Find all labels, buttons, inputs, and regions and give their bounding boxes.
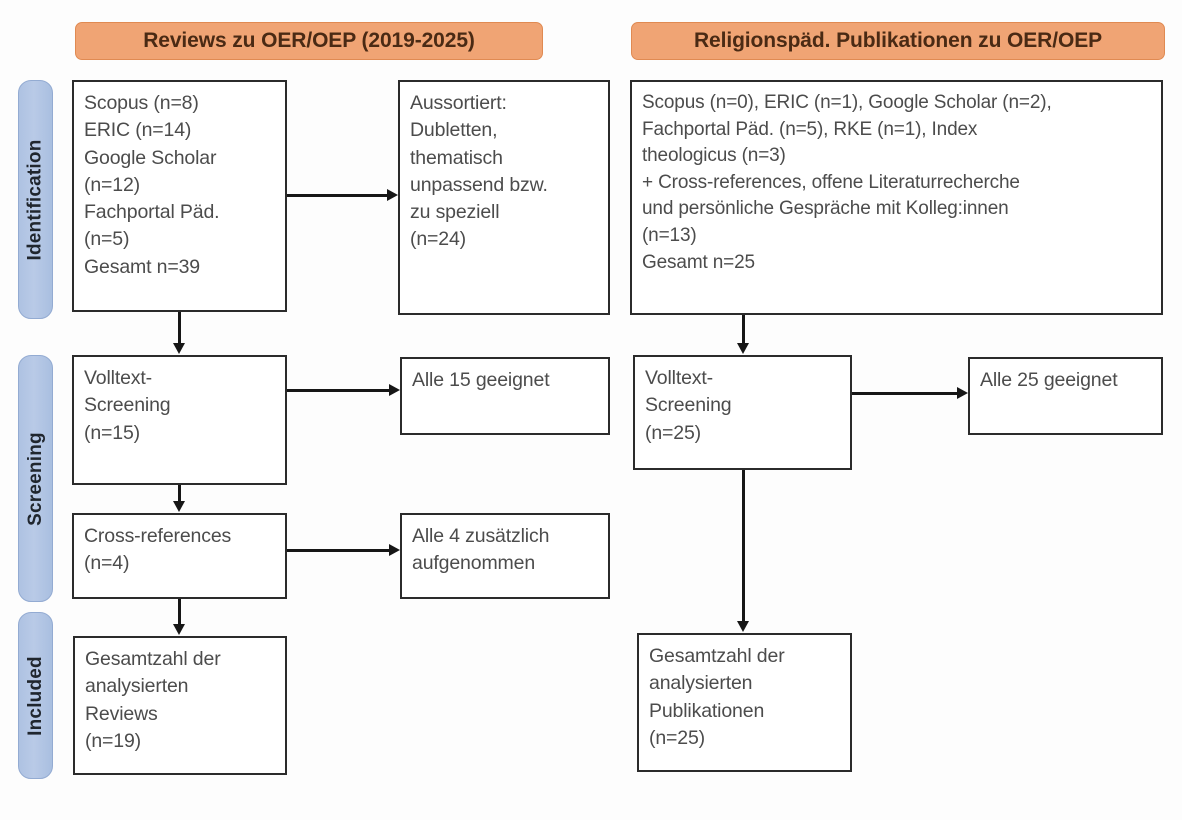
- arrowhead-publications-fulltext-to-included: [737, 621, 749, 632]
- connector-reviews-crossrefs-to-included: [178, 599, 181, 625]
- arrowhead-reviews-sources-to-fulltext: [173, 343, 185, 354]
- connector-reviews-sources-to-fulltext: [178, 312, 181, 344]
- box-reviews-fulltext: Volltext- Screening (n=15): [72, 355, 287, 485]
- arrowhead-reviews-sources-to-excluded: [387, 189, 398, 201]
- box-reviews-crossrefs-result: Alle 4 zusätzlich aufgenommen: [400, 513, 610, 599]
- stage-label-screening: Screening: [18, 355, 53, 602]
- arrowhead-reviews-fulltext-to-result: [389, 384, 400, 396]
- box-reviews-included: Gesamtzahl der analysierten Reviews (n=1…: [73, 636, 287, 775]
- stage-label-identification: Identification: [18, 80, 53, 319]
- box-reviews-sources-text: Scopus (n=8) ERIC (n=14) Google Scholar …: [84, 92, 220, 278]
- connector-publications-fulltext-to-result: [852, 392, 957, 395]
- box-reviews-included-text: Gesamtzahl der analysierten Reviews (n=1…: [85, 648, 221, 752]
- box-publications-fulltext-text: Volltext- Screening (n=25): [645, 367, 732, 444]
- connector-reviews-crossrefs-to-result: [287, 549, 389, 552]
- box-publications-fulltext: Volltext- Screening (n=25): [633, 355, 852, 470]
- stage-label-included-text: Included: [24, 655, 46, 736]
- box-reviews-crossrefs-result-text: Alle 4 zusätzlich aufgenommen: [412, 525, 550, 575]
- box-publications-included: Gesamtzahl der analysierten Publikatione…: [637, 633, 852, 772]
- column-header-publications-label: Religionspäd. Publikationen zu OER/OEP: [693, 29, 1103, 52]
- box-reviews-sources: Scopus (n=8) ERIC (n=14) Google Scholar …: [72, 80, 287, 312]
- stage-label-screening-text: Screening: [24, 431, 46, 526]
- arrowhead-publications-fulltext-to-result: [957, 387, 968, 399]
- arrowhead-reviews-crossrefs-to-included: [173, 624, 185, 635]
- connector-publications-fulltext-to-included: [742, 470, 745, 622]
- arrowhead-reviews-crossrefs-to-result: [389, 544, 400, 556]
- arrowhead-reviews-fulltext-to-crossrefs: [173, 501, 185, 512]
- box-publications-sources: Scopus (n=0), ERIC (n=1), Google Scholar…: [630, 80, 1163, 315]
- column-header-publications: Religionspäd. Publikationen zu OER/OEP: [631, 22, 1165, 60]
- stage-label-included: Included: [18, 612, 53, 779]
- arrowhead-publications-sources-to-fulltext: [737, 343, 749, 354]
- connector-reviews-sources-to-excluded: [287, 194, 387, 197]
- box-reviews-crossrefs-text: Cross-references (n=4): [84, 525, 232, 575]
- connector-publications-sources-to-fulltext: [742, 315, 745, 344]
- box-reviews-crossrefs: Cross-references (n=4): [72, 513, 287, 599]
- connector-reviews-fulltext-to-result: [287, 389, 389, 392]
- box-reviews-excluded-text: Aussortiert: Dubletten, thematisch unpas…: [410, 92, 548, 251]
- column-header-reviews: Reviews zu OER/OEP (2019-2025): [75, 22, 543, 60]
- connector-reviews-fulltext-to-crossrefs: [178, 485, 181, 502]
- box-reviews-fulltext-result-text: Alle 15 geeignet: [412, 369, 550, 391]
- box-reviews-fulltext-text: Volltext- Screening (n=15): [84, 367, 171, 444]
- box-publications-included-text: Gesamtzahl der analysierten Publikatione…: [649, 645, 785, 749]
- stage-label-identification-text: Identification: [24, 138, 46, 261]
- box-publications-sources-text: Scopus (n=0), ERIC (n=1), Google Scholar…: [642, 92, 1052, 273]
- box-reviews-excluded: Aussortiert: Dubletten, thematisch unpas…: [398, 80, 610, 315]
- column-header-reviews-label: Reviews zu OER/OEP (2019-2025): [143, 29, 475, 52]
- box-publications-fulltext-result-text: Alle 25 geeignet: [980, 369, 1118, 391]
- box-publications-fulltext-result: Alle 25 geeignet: [968, 357, 1163, 435]
- box-reviews-fulltext-result: Alle 15 geeignet: [400, 357, 610, 435]
